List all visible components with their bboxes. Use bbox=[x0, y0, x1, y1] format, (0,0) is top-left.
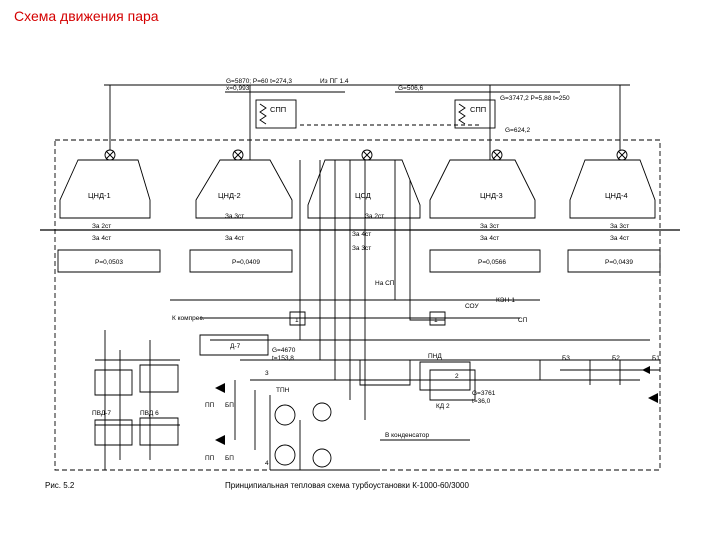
pipe-network bbox=[40, 84, 680, 471]
cnd3-label: ЦНД-3 bbox=[480, 191, 503, 200]
za-3st-label: За 3ст bbox=[480, 223, 499, 230]
b1-label: Б1 bbox=[652, 355, 660, 362]
t-36-label: t=36,0 bbox=[472, 398, 491, 405]
p-0566-label: P=0,0566 bbox=[478, 259, 506, 266]
cnd2-label: ЦНД-2 bbox=[218, 191, 241, 200]
za-3st-label: За 3ст bbox=[610, 223, 629, 230]
x-top-label: x=0,993 bbox=[226, 85, 250, 92]
node-label: 2 bbox=[455, 373, 459, 380]
spp-right-label: СПП bbox=[470, 105, 486, 114]
b2-label: Б2 bbox=[612, 355, 620, 362]
g-top-label: G=5870; P=60 t=274,3 bbox=[226, 78, 292, 85]
za-4st-label: За 4ст bbox=[225, 235, 244, 242]
node-label: 4 bbox=[265, 460, 269, 467]
v-kondensator-label: В конденсатор bbox=[385, 432, 430, 439]
za-4st-label: За 4ст bbox=[92, 235, 111, 242]
node-label: 3 bbox=[265, 370, 269, 377]
p-0439-label: P=0,0439 bbox=[605, 259, 633, 266]
za-3st-label: За 3ст bbox=[225, 213, 244, 220]
za-4st-label: За 4ст bbox=[352, 231, 371, 238]
figure-number: Рис. 5.2 bbox=[45, 481, 75, 490]
g-3761-label: G=3761 bbox=[472, 390, 496, 397]
g-624-label: G=624,2 bbox=[505, 127, 531, 134]
pvd6-label: ПВД 6 bbox=[140, 410, 159, 417]
g-506-label: G=506,6 bbox=[398, 85, 424, 92]
node-label: 1 bbox=[434, 317, 438, 324]
t-153-label: t=153,8 bbox=[272, 355, 294, 362]
na-sp-label: На СП bbox=[375, 280, 395, 287]
figure-caption: Принципиальная тепловая схема турбоустан… bbox=[225, 481, 469, 490]
p-0409-label: P=0,0409 bbox=[232, 259, 260, 266]
p-0503-label: P=0,0503 bbox=[95, 259, 123, 266]
bp-label: БП bbox=[225, 455, 234, 462]
node-label: 1 bbox=[295, 317, 299, 324]
valve-icons bbox=[104, 149, 628, 161]
d7-label: Д-7 bbox=[230, 343, 241, 350]
iz-pg-label: Из ПГ 1.4 bbox=[320, 78, 349, 85]
za-2st-label: За 2ст bbox=[92, 223, 111, 230]
spp-right-heater bbox=[454, 99, 496, 129]
g-4670-label: G=4670 bbox=[272, 347, 296, 354]
cnd1-label: ЦНД-1 bbox=[88, 191, 111, 200]
pp-label: ПП bbox=[205, 402, 215, 409]
sp-label: СП bbox=[518, 317, 528, 324]
za-4st-label: За 4ст bbox=[480, 235, 499, 242]
cnd4-label: ЦНД-4 bbox=[605, 191, 628, 200]
page-title: Схема движения пара bbox=[14, 8, 159, 24]
csd-label: ЦСД bbox=[355, 191, 371, 200]
spp-left-heater bbox=[255, 99, 297, 129]
tpn-label: ТПН bbox=[276, 387, 290, 394]
za-2st-label: За 2ст bbox=[365, 213, 384, 220]
b3-label: Б3 bbox=[562, 355, 570, 362]
sou-label: СОУ bbox=[465, 303, 479, 310]
k-kompr-label: К компрес. bbox=[172, 315, 205, 322]
ksn-label: КЭН-1 bbox=[496, 297, 515, 304]
za-4st-label: За 4ст bbox=[610, 235, 629, 242]
bp-label: БП bbox=[225, 402, 234, 409]
za-3st-label: За 3ст bbox=[352, 245, 371, 252]
pvd7-label: ПВД-7 bbox=[92, 410, 111, 417]
kd2-label: КД 2 bbox=[436, 403, 450, 410]
pp-label: ПП bbox=[205, 455, 215, 462]
pnd-label: ПНД bbox=[428, 353, 442, 360]
g-top-right-label: G=3747,2 P=5,88 t=250 bbox=[500, 95, 570, 102]
spp-left-label: СПП bbox=[270, 105, 286, 114]
